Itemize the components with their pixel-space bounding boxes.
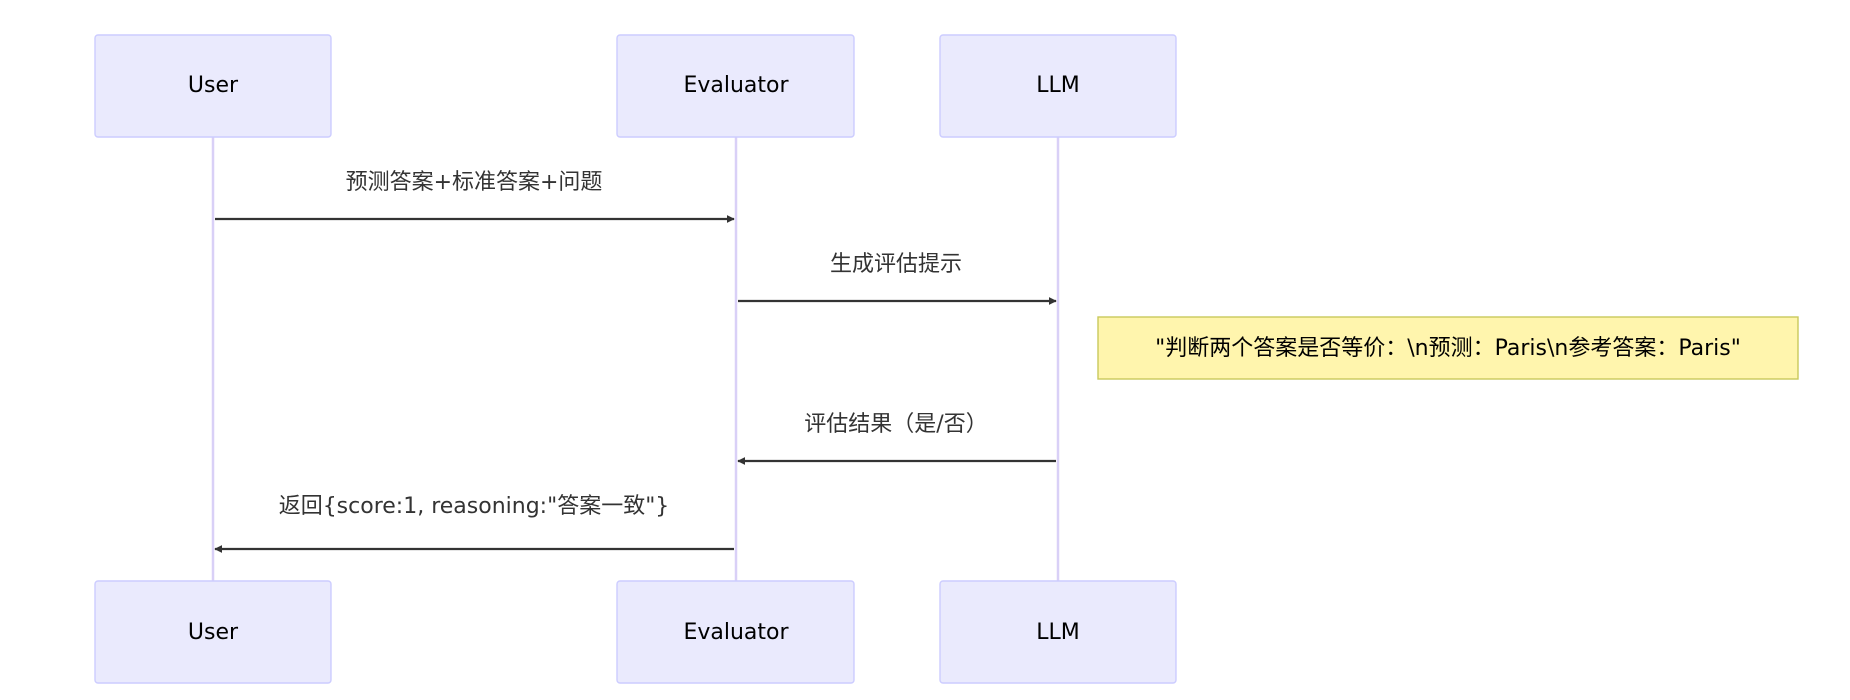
note-right-of-llm: "判断两个答案是否等价：\n预测：Paris\n参考答案：Paris" [1097,316,1799,380]
actor-user-top-label: User [188,73,239,98]
actor-user-bottom-label: User [188,620,239,645]
actor-llm-bottom: LLM [939,580,1177,684]
note-text: "判断两个答案是否等价：\n预测：Paris\n参考答案：Paris" [1155,336,1741,361]
actor-evaluator-bottom: Evaluator [616,580,855,684]
actor-llm-top: LLM [939,34,1177,138]
actor-user-top: User [94,34,332,138]
message-1-label: 预测答案+标准答案+问题 [346,170,603,195]
actor-evaluator-bottom-label: Evaluator [683,620,789,645]
message-4-label: 返回{score:1, reasoning:"答案一致"} [279,494,670,519]
actor-user-bottom: User [94,580,332,684]
actor-evaluator-top-label: Evaluator [683,73,789,98]
actor-evaluator-top: Evaluator [616,34,855,138]
actor-llm-top-label: LLM [1036,73,1080,98]
message-3-label: 评估结果（是/否） [804,412,987,437]
actor-llm-bottom-label: LLM [1036,620,1080,645]
message-2-label: 生成评估提示 [830,252,962,277]
